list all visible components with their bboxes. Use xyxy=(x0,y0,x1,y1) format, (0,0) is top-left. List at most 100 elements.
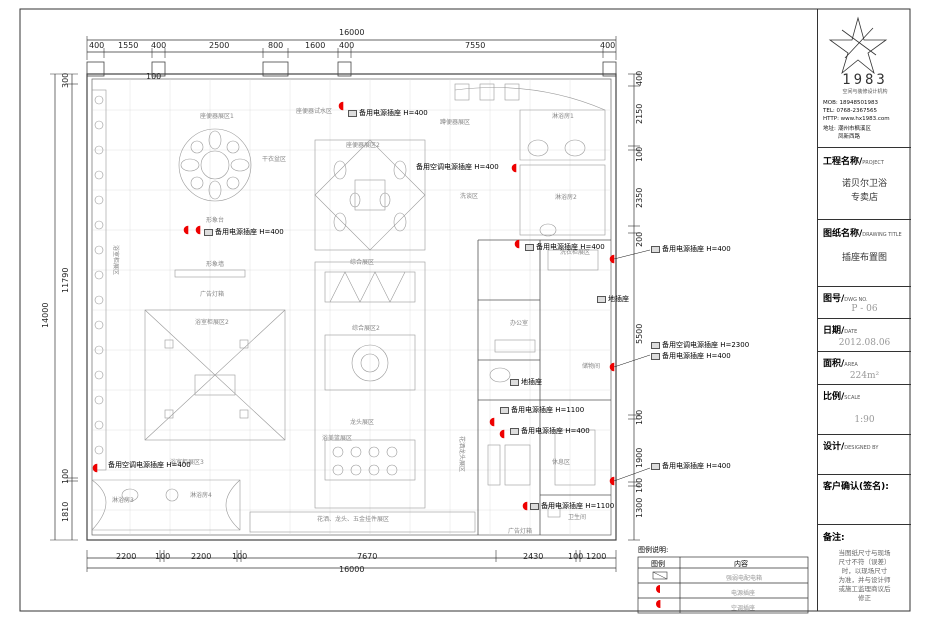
dim-bottom-seg: 100 xyxy=(232,552,248,561)
contact-tel: TEL: 0768-2367565 xyxy=(823,108,877,114)
title-row-dwg: 图号/DWG NO. P - 06 xyxy=(818,286,911,319)
zone-label: 储物间 xyxy=(582,363,601,370)
date-label-en: DATE xyxy=(844,329,858,335)
notes-label: 备注: xyxy=(823,533,845,543)
dim-top-seg: 7550 xyxy=(465,41,486,50)
area-label-en: AREA xyxy=(844,362,858,368)
dim-left-total: 14000 xyxy=(41,302,50,328)
zone-label: 浴室柜展区3 xyxy=(170,459,204,466)
notes-line: 尺寸不符（误差） xyxy=(838,558,891,566)
zone-label: 淋浴房1 xyxy=(552,113,574,120)
dim-right-seg: 2350 xyxy=(635,187,644,208)
legend-row: 电源插座 xyxy=(731,590,756,597)
socket-callout: 备用电源插座 H=1100 xyxy=(500,407,584,414)
socket-icon xyxy=(525,244,534,251)
socket-icon xyxy=(510,379,519,386)
dwg-label-en: DWG NO. xyxy=(844,297,868,303)
zone-label: 广告灯箱 xyxy=(508,528,533,535)
socket-callout: 备用空调电源插座 H=2300 xyxy=(651,342,749,349)
socket-callout: 备用电源插座 H=400 xyxy=(651,246,731,253)
dim-right-seg: 2150 xyxy=(635,103,644,124)
socket-callout: 备用空调电源插座 H=400 xyxy=(416,163,499,171)
dim-left-seg: 300 xyxy=(61,72,70,88)
title-row-project: 工程名称/PROJECT 诺贝尔卫浴 专卖店 xyxy=(818,147,911,220)
area-label: 面积/ xyxy=(823,359,845,369)
socket-callout: 备用空调电源插座 H=400 xyxy=(108,461,191,469)
dim-right-seg: 100 xyxy=(635,409,644,425)
socket-callout: 备用电源插座 H=1100 xyxy=(530,503,614,510)
dim-right-seg: 200 xyxy=(635,231,644,247)
title-row-client: 客户确认(签名): xyxy=(818,474,911,525)
socket-icon xyxy=(597,296,606,303)
dim-bottom-seg: 100 xyxy=(155,552,171,561)
drawing-label-en: DRAWING TITLE xyxy=(862,232,902,238)
socket-icon xyxy=(348,110,357,117)
socket-icon xyxy=(651,342,660,349)
scale-label-en: SCALE xyxy=(844,395,861,401)
dim-right-seg: 100 xyxy=(635,146,644,162)
title-row-area: 面积/AREA 224m² xyxy=(818,351,911,385)
legend-row: 强弱电配电箱 xyxy=(726,575,763,582)
socket-icon xyxy=(651,246,660,253)
zone-label: 浴室柜展区2 xyxy=(195,319,229,326)
zone-label: 蹲便器展区 xyxy=(440,119,471,126)
project-label-en: PROJECT xyxy=(862,160,884,166)
address-label: 地址: xyxy=(823,126,836,132)
socket-callout: 备用电源插座 H=400 xyxy=(510,428,590,435)
zone-label: 座便器展区2 xyxy=(346,142,380,149)
socket-icon xyxy=(651,463,660,470)
address-line-1: 潮州市枫溪区 xyxy=(838,126,872,132)
dwg-label: 图号/ xyxy=(823,294,845,304)
zone-label: 座便器展区1 xyxy=(200,113,234,120)
socket-callout: 备用电源插座 H=400 xyxy=(651,353,731,360)
designer-label-en: DESIGNED BY xyxy=(844,445,879,451)
dim-top-total: 16000 xyxy=(339,28,365,37)
zone-label: 形象台 xyxy=(206,217,225,224)
drawing-label: 图纸名称/ xyxy=(823,229,863,239)
dim-left-seg: 11790 xyxy=(61,267,70,293)
zone-label: 综合展区 xyxy=(350,259,375,266)
zone-label: 淋浴房2 xyxy=(555,194,577,201)
zone-label: 洗衣柜展区 xyxy=(560,249,591,256)
zone-label: 干衣盆区 xyxy=(262,156,287,163)
dim-right-seg: 1900 xyxy=(635,447,644,468)
zone-label: 浴室柜展区 xyxy=(112,245,119,276)
legend-col-symbol: 图例 xyxy=(651,560,665,568)
dim-bottom-seg: 1200 xyxy=(586,552,607,561)
socket-icon xyxy=(510,428,519,435)
contact-mob: MOB: 18948501983 xyxy=(823,100,878,106)
socket-icon xyxy=(530,503,539,510)
zone-label: 休息区 xyxy=(552,459,571,466)
zone-label: 淋浴房4 xyxy=(190,492,212,499)
date-value: 2012.08.06 xyxy=(838,338,891,348)
zone-label: 浴美篮展区 xyxy=(322,435,353,442)
zone-label: 办公室 xyxy=(510,320,529,327)
dim-top-seg: 400 xyxy=(339,41,355,50)
scale-value: 1:90 xyxy=(854,415,875,425)
project-name-2: 专卖店 xyxy=(850,193,878,203)
dim-top-inner: 100 xyxy=(146,72,162,81)
dwg-number: P - 06 xyxy=(851,304,878,314)
dim-top-seg: 1600 xyxy=(305,41,326,50)
dim-bottom-seg: 100 xyxy=(568,552,584,561)
socket-icon xyxy=(651,353,660,360)
socket-callout: 备用电源插座 H=400 xyxy=(204,229,284,236)
dim-bottom-seg: 7670 xyxy=(357,552,378,561)
title-row-notes: 备注: 当图纸尺寸与现场 尺寸不符（误差） 时，以现场尺寸 为准，并与设计师 或… xyxy=(818,524,911,612)
socket-callout: 地插座 xyxy=(510,379,542,386)
zone-label: 广告灯箱 xyxy=(200,291,225,298)
date-label: 日期/ xyxy=(823,326,845,336)
socket-icon xyxy=(500,407,509,414)
dim-left-seg: 100 xyxy=(61,468,70,484)
notes-line: 时，以现场尺寸 xyxy=(841,567,888,575)
title-row-drawing: 图纸名称/DRAWING TITLE 插座布置图 xyxy=(818,219,911,287)
zone-label: 座便器试水区 xyxy=(296,108,333,115)
zone-label: 淋浴房3 xyxy=(112,497,134,504)
logo-text: 1983 xyxy=(842,72,888,88)
dim-top-seg: 400 xyxy=(600,41,616,50)
socket-callout: 备用电源插座 H=400 xyxy=(348,110,428,117)
legend-row: 空调插座 xyxy=(731,605,756,612)
zone-label: 卫生间 xyxy=(568,514,587,521)
dim-top-seg: 400 xyxy=(151,41,167,50)
